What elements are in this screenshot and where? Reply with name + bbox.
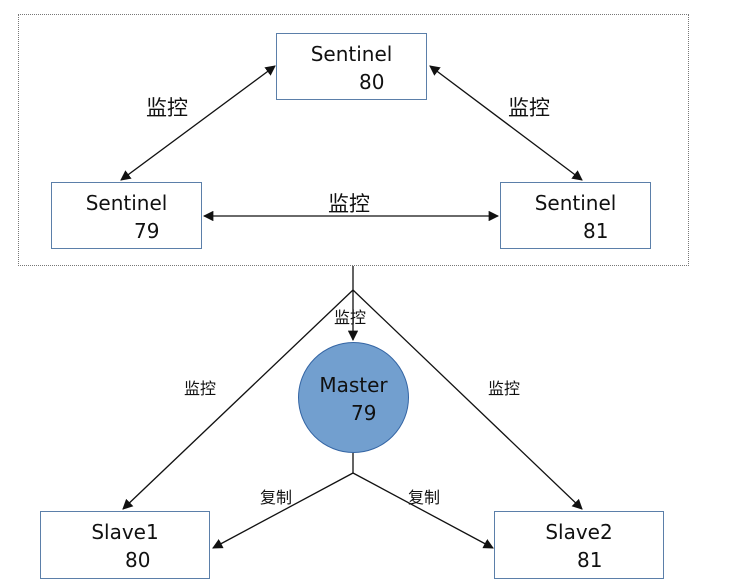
slave1-node: Slave1 80 [40, 511, 210, 579]
sentinel-node-top: Sentinel 80 [276, 33, 427, 100]
edge-sentinel-top-right [429, 65, 583, 181]
node-port: 80 [125, 548, 151, 572]
node-port: 80 [359, 70, 385, 94]
node-port: 81 [583, 219, 609, 243]
edge-sentinel-top-left [120, 65, 276, 181]
node-port: 79 [351, 401, 377, 425]
label-monitor-slave1: 监控 [184, 379, 217, 398]
label-monitor-middle: 监控 [328, 192, 370, 216]
node-name: Slave2 [545, 520, 613, 544]
node-port: 79 [134, 219, 160, 243]
master-node: Master 79 [298, 342, 409, 453]
node-name: Slave1 [91, 520, 159, 544]
edge-master-to-slave2 [352, 472, 494, 549]
edge-master-to-slave1 [212, 472, 354, 549]
node-name: Sentinel [85, 191, 168, 215]
slave2-node: Slave2 81 [494, 511, 664, 579]
edge-cluster-to-slave1 [122, 289, 354, 510]
sentinel-node-left: Sentinel 79 [51, 182, 202, 249]
label-replicate-slave2: 复制 [408, 488, 441, 507]
label-monitor-master: 监控 [334, 308, 367, 327]
label-monitor-top-left: 监控 [146, 96, 188, 120]
label-replicate-slave1: 复制 [260, 488, 293, 507]
sentinel-node-right: Sentinel 81 [500, 182, 651, 249]
label-monitor-slave2: 监控 [488, 379, 521, 398]
node-port: 81 [577, 548, 603, 572]
node-name: Master [319, 373, 388, 397]
node-name: Sentinel [310, 42, 393, 66]
edge-cluster-to-slave2 [352, 289, 583, 510]
sentinel-cluster-boundary [18, 14, 689, 266]
node-name: Sentinel [534, 191, 617, 215]
label-monitor-top-right: 监控 [508, 96, 550, 120]
